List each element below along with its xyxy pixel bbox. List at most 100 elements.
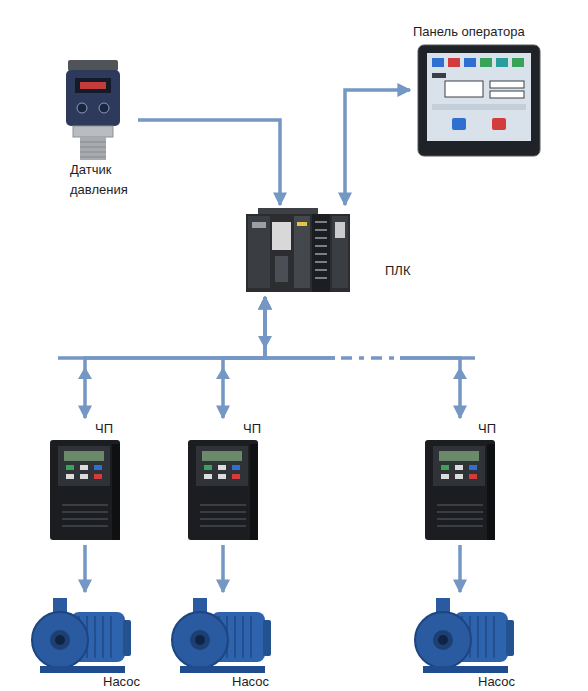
signal-arrow: [83, 545, 87, 592]
pump-inlet: [433, 630, 453, 650]
vfd-side: [487, 444, 495, 540]
pump-illustration: [172, 598, 271, 673]
vfd-front: [58, 446, 110, 486]
sensor-connector: [68, 60, 118, 71]
plc-terminal: [312, 214, 330, 292]
panel-button: [448, 58, 460, 67]
panel-field: [490, 81, 524, 88]
vfd-key: [232, 474, 240, 479]
plc-label-area: [272, 222, 291, 250]
node-label: Насос: [103, 672, 149, 691]
vfd-body: [425, 440, 495, 540]
vfd-side: [112, 444, 120, 540]
pump-illustration: [32, 598, 131, 673]
signal-arrow: [138, 120, 280, 205]
panel-heading-bar: [432, 73, 446, 78]
vfd-body: [188, 440, 258, 540]
plc-led: [297, 222, 307, 226]
vfd-key: [94, 474, 102, 479]
pump-illustration: [415, 598, 514, 673]
sensor-button: [77, 103, 87, 113]
panel-field: [445, 81, 483, 97]
node-label: Насос: [478, 672, 524, 691]
vfd-illustration: [188, 440, 258, 540]
frequency-converter: ЧП: [48, 418, 124, 545]
pump-volute: [172, 612, 228, 668]
vfd-key: [469, 474, 477, 479]
bus-dash: [341, 356, 352, 360]
operator-panel: Панель оператора: [410, 18, 545, 160]
plc-module: [332, 216, 348, 288]
signal-arrow: [221, 545, 225, 592]
node-label: Панель оператора: [413, 22, 543, 42]
vfd-key: [80, 474, 88, 479]
vfd-side: [250, 444, 258, 540]
sensor-button: [99, 103, 109, 113]
pump-inlet: [50, 630, 70, 650]
vfd-key: [66, 474, 74, 479]
sensor-display: [75, 78, 111, 93]
signal-arrow: [458, 545, 462, 592]
bus-arrowhead: [216, 367, 230, 379]
node-label: ЧП: [95, 419, 125, 439]
bus-line: [58, 336, 475, 379]
pump-fan-cover: [506, 620, 514, 656]
pump: Насос: [172, 592, 290, 691]
plc-module: [248, 216, 270, 288]
vfd-key: [204, 474, 212, 479]
bus-segment: [400, 356, 475, 360]
plc-illustration: [246, 208, 350, 292]
vfd-key: [94, 465, 102, 470]
sensor-thread: [80, 137, 106, 160]
vfd-key: [232, 465, 240, 470]
pump-inlet: [190, 630, 210, 650]
signal-arrow: [265, 297, 460, 418]
vfd-key: [66, 465, 74, 470]
pump: Насос: [32, 592, 150, 691]
pump-fan-cover: [123, 620, 131, 656]
sensor-illustration: [66, 60, 120, 160]
vfd-key: [455, 474, 463, 479]
pump-fan-cover: [263, 620, 271, 656]
sensor-digits: [80, 82, 106, 89]
pump-volute: [32, 612, 88, 668]
panel-button: [452, 118, 466, 130]
bus-arrowhead: [78, 367, 92, 379]
pump-inlet-core: [55, 635, 65, 645]
signal-arrow: [345, 90, 410, 205]
panel-illustration: [418, 45, 540, 156]
vfd-vents: [200, 505, 246, 526]
plc-unit: ПЛК: [240, 205, 410, 297]
plc-module: [294, 216, 310, 288]
node-label: Насос: [232, 672, 278, 691]
signal-arrow: [85, 297, 265, 418]
panel-button: [492, 118, 506, 130]
pump-inlet-core: [438, 635, 448, 645]
plc-label-area: [335, 222, 345, 238]
vfd-vents: [62, 505, 108, 526]
bus-arrowhead: [258, 336, 272, 349]
vfd-key: [218, 465, 226, 470]
vfd-display: [439, 451, 479, 461]
panel-button: [496, 58, 508, 67]
pressure-sensor: Датчик давления: [58, 60, 138, 220]
plc-terminal-pins: [315, 222, 327, 278]
node-label: ЧП: [478, 419, 508, 439]
panel-field: [490, 91, 524, 98]
panel-button: [432, 58, 444, 67]
panel-button: [512, 58, 524, 67]
vfd-key: [455, 465, 463, 470]
frequency-converter: ЧП: [186, 418, 262, 545]
plc-led: [252, 222, 266, 228]
plc-fins: [258, 208, 318, 214]
vfd-key: [218, 474, 226, 479]
pump-base: [423, 666, 508, 673]
panel-strip: [432, 104, 526, 110]
vfd-key: [441, 474, 449, 479]
node-label: Датчик давления: [70, 160, 140, 200]
vfd-key: [80, 465, 88, 470]
sensor-body: [66, 70, 120, 126]
